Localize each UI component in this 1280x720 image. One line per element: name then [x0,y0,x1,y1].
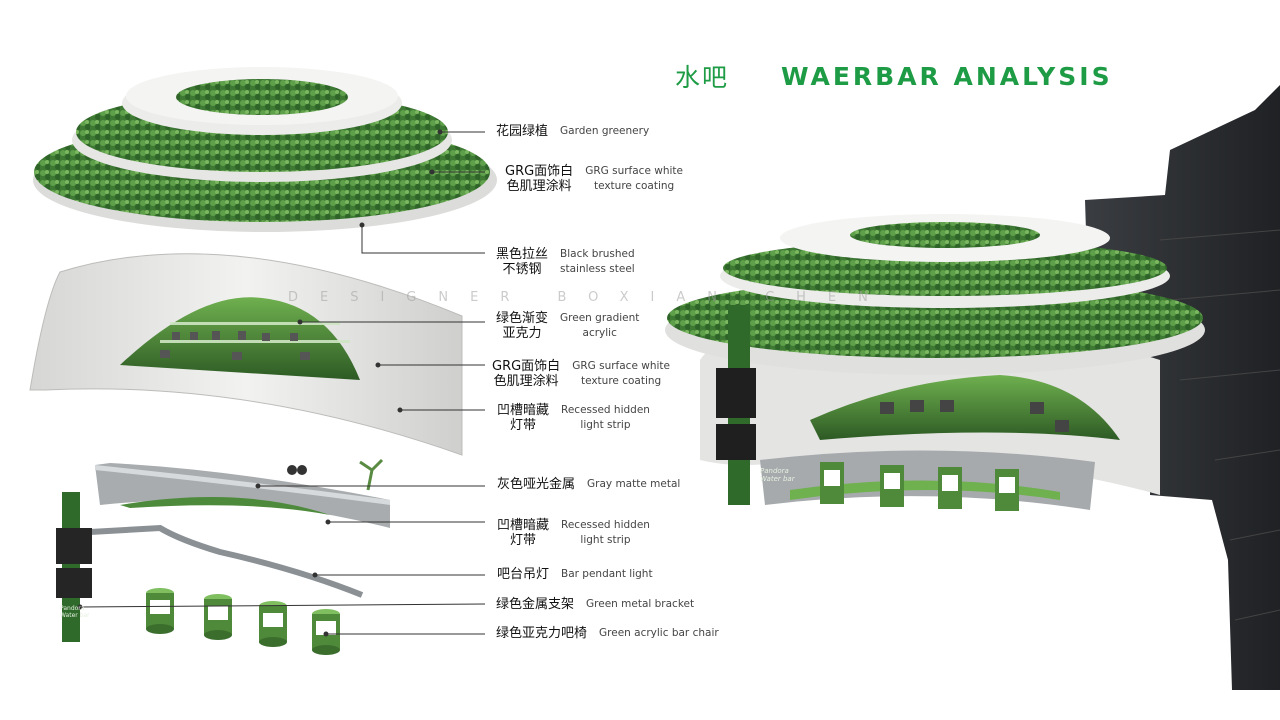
bar-counter [95,458,390,528]
bar-chairs [146,588,340,655]
leader-lines [77,129,486,637]
signage-column [56,492,92,642]
assembled-bar-render [665,85,1280,690]
page-title: 水吧 WAERBAR ANALYSIS [675,58,1113,94]
title-english: WAERBAR ANALYSIS [781,61,1113,91]
watermark: DESIGNER BOXIAN CHEN [288,290,890,305]
planter-tiers [33,67,497,232]
label-gray-matte-metal: 灰色哑光金属 Gray matte metal [497,477,681,492]
pendant-light-rail [89,524,364,598]
label-garden-greenery: 花园绿植 Garden greenery [496,124,650,139]
title-chinese: 水吧 [675,63,730,92]
label-green-acrylic-bar-chair: 绿色亚克力吧椅 Green acrylic bar chair [496,626,719,641]
label-bar-pendant-light: 吧台吊灯 Bar pendant light [497,567,653,582]
curved-wall-section [29,253,463,456]
label-green-metal-bracket: 绿色金属支架 Green metal bracket [496,597,695,612]
